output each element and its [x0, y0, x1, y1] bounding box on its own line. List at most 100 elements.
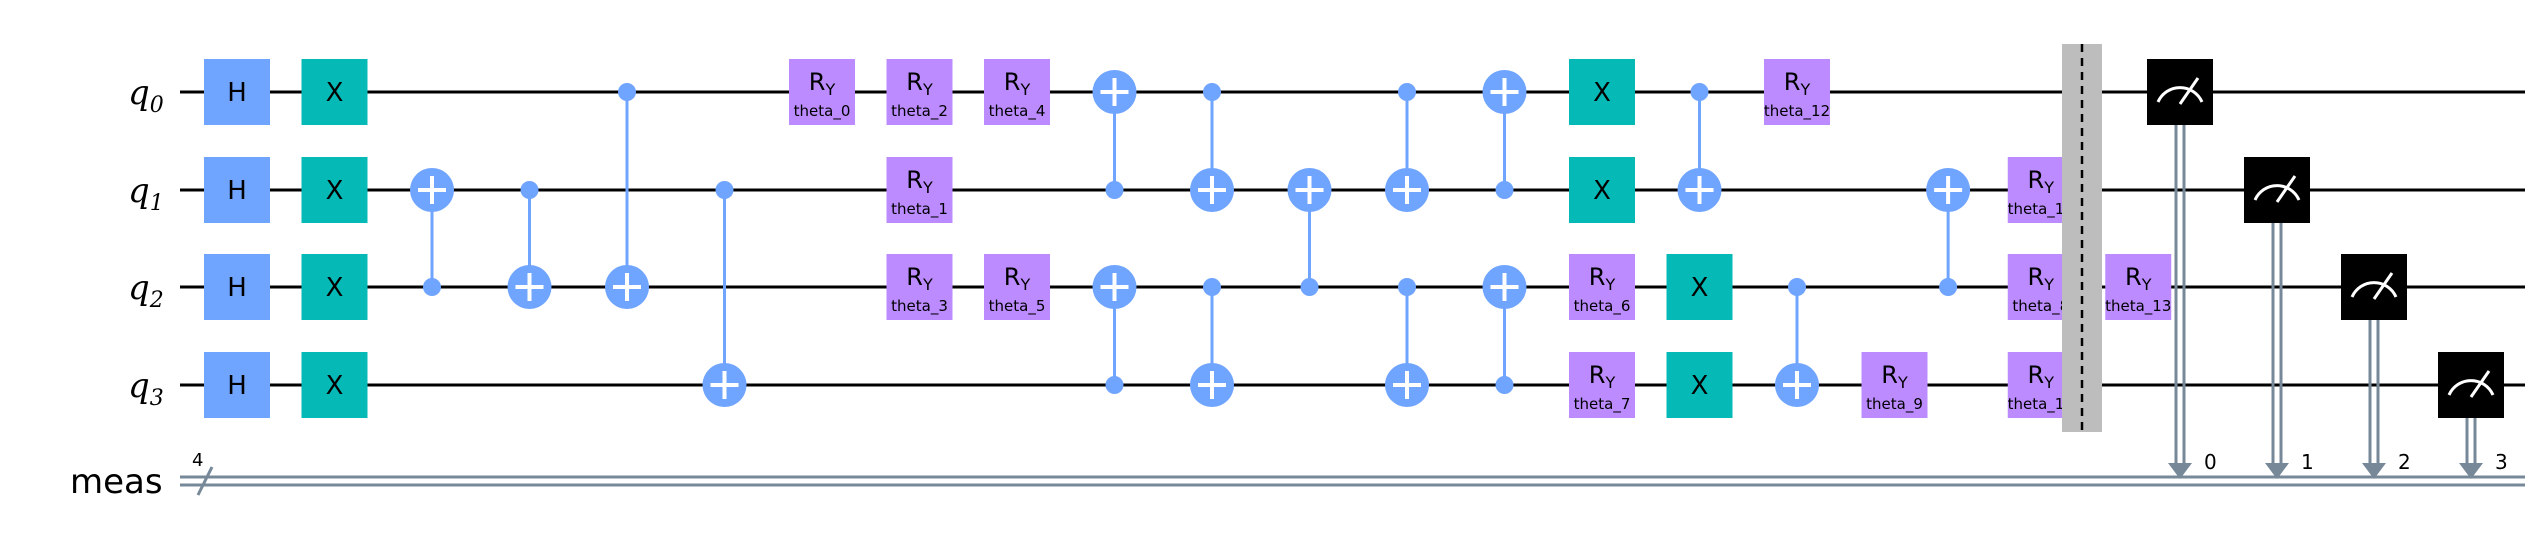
gate-label: X	[1593, 78, 1611, 108]
cnot-control-dot	[1105, 376, 1124, 394]
gate-box	[886, 254, 953, 320]
qubit-label-3: q3	[128, 366, 164, 411]
meter-needle	[2178, 77, 2200, 105]
gate-param: theta_12	[1764, 102, 1830, 121]
cnot-control-dot	[1495, 376, 1514, 394]
gate-param: theta_4	[989, 102, 1046, 121]
gate-box	[2105, 254, 2172, 320]
gate-box	[204, 157, 270, 223]
gate-label: RY	[906, 166, 933, 197]
gate-box	[1569, 157, 1635, 223]
gate-box	[301, 59, 368, 125]
x-gate: X	[301, 254, 368, 320]
bus-slash	[196, 466, 214, 496]
meter-needle	[2372, 272, 2394, 300]
gate-param: theta_1	[891, 200, 948, 219]
gate-box	[984, 59, 1050, 125]
gate-param: theta_7	[1574, 395, 1631, 414]
meter-needle	[2275, 175, 2297, 203]
cnot-control-dot	[1398, 83, 1416, 101]
gate-box	[984, 254, 1050, 320]
gate-param: theta_9	[1866, 395, 1923, 414]
cnot-control-dot	[1300, 278, 1319, 296]
meter-box	[2438, 352, 2504, 418]
gate-label: RY	[2028, 166, 2055, 197]
gate-label: H	[227, 176, 247, 206]
gate-param: theta_10	[2008, 200, 2074, 219]
gate-label: X	[326, 273, 344, 303]
classical-register-label: meas	[70, 462, 163, 502]
measure-arrowhead	[2362, 463, 2386, 479]
meter-box	[2244, 157, 2310, 223]
gate-box	[1569, 59, 1635, 125]
gate-label: RY	[2028, 361, 2055, 392]
x-gate: X	[301, 352, 368, 418]
gate-param: theta_0	[794, 102, 851, 121]
gate-box	[1861, 352, 1928, 418]
measure-gate-q0: 0	[2147, 59, 2217, 479]
qubit-label-1: q1	[128, 171, 164, 216]
gate-label: X	[326, 371, 344, 401]
h-gate: H	[204, 59, 270, 125]
gate-box	[1569, 352, 1635, 418]
gate-param: theta_6	[1574, 297, 1631, 316]
x-gate: X	[1569, 59, 1635, 125]
measure-gate-q1: 1	[2244, 157, 2314, 479]
gate-label: RY	[906, 68, 933, 99]
wires-layer: 4	[180, 90, 2525, 496]
cnot-control-dot	[1939, 278, 1958, 296]
gate-box	[1666, 352, 1733, 418]
qubit-label-0: q0	[128, 73, 164, 118]
gate-label: X	[326, 176, 344, 206]
h-gate: H	[204, 254, 270, 320]
gate-box	[204, 59, 270, 125]
clbit-index-label: 3	[2495, 450, 2508, 474]
gate-label: RY	[1589, 361, 1616, 392]
measure-arrowhead	[2459, 463, 2483, 479]
gate-label: RY	[1784, 68, 1811, 99]
gate-box	[301, 157, 368, 223]
meter-icon	[2253, 184, 2301, 201]
ry-gate-theta_2: RY theta_2	[886, 59, 953, 125]
gate-label: H	[227, 371, 247, 401]
gate-connections	[430, 92, 1950, 385]
cnot-control-dot	[1495, 181, 1514, 199]
qubit-label-2: q2	[128, 268, 164, 313]
cnot-control-dot	[1105, 181, 1124, 199]
gates-layer: HHHHXXXXRYtheta_0RYtheta_1RYtheta_2RYthe…	[204, 59, 2171, 418]
gate-label: X	[1691, 371, 1709, 401]
gate-param: theta_2	[891, 102, 948, 121]
gate-label: H	[227, 78, 247, 108]
x-gate: X	[301, 157, 368, 223]
measure-arrowhead	[2265, 463, 2289, 479]
gate-label: RY	[906, 263, 933, 294]
clbit-index-label: 2	[2398, 450, 2411, 474]
x-gate: X	[1666, 254, 1733, 320]
x-gate: X	[301, 59, 368, 125]
h-gate: H	[204, 352, 270, 418]
measure-gate-q2: 2	[2341, 254, 2411, 479]
cnot-control-dot	[618, 83, 636, 101]
gate-label: RY	[2125, 263, 2152, 294]
cnot-control-dot	[520, 181, 539, 199]
meter-box	[2341, 254, 2407, 320]
gate-box	[886, 59, 953, 125]
gate-param: theta_13	[2105, 297, 2171, 316]
cnot-control-dot	[1203, 278, 1221, 296]
h-gate: H	[204, 157, 270, 223]
cnot-control-dot	[1690, 83, 1709, 101]
gate-box	[1569, 254, 1635, 320]
gate-label: X	[1593, 176, 1611, 206]
gate-box	[1666, 254, 1733, 320]
gate-label: H	[227, 273, 247, 303]
cnot-control-dot	[1203, 83, 1221, 101]
barrier	[2062, 44, 2102, 432]
gate-box	[301, 254, 368, 320]
meter-icon	[2447, 379, 2495, 396]
